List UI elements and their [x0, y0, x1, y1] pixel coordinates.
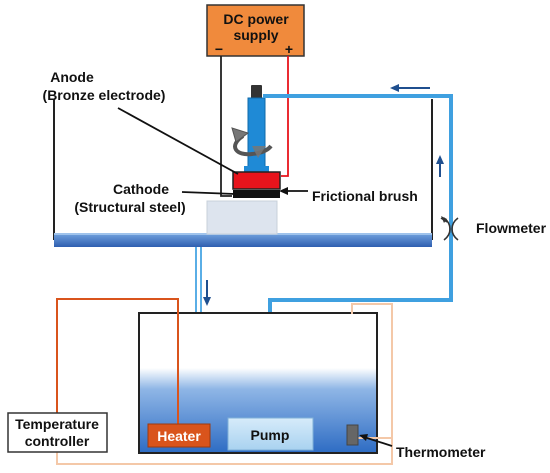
heater-label: Heater	[157, 428, 201, 444]
thermometer-leader-line	[363, 436, 393, 447]
cathode-specimen	[233, 190, 280, 198]
specimen-support	[206, 200, 278, 235]
rotation-arrow-icon	[231, 127, 273, 158]
thermometer-wire-upper	[351, 303, 393, 439]
frictional-brush-label: Frictional brush	[312, 188, 418, 204]
electrolysis-tank	[53, 99, 433, 247]
flowmeter-label: Flowmeter	[476, 220, 547, 236]
anode-bronze-electrode	[232, 171, 281, 190]
thermometer-probe	[346, 424, 359, 446]
thermometer-label: Thermometer	[396, 444, 486, 460]
anode-label-line2: (Bronze electrode)	[43, 87, 166, 103]
anode-leader-line	[117, 107, 239, 175]
pump-label: Pump	[251, 427, 290, 443]
dc-power-supply: DC power supply − +	[206, 4, 305, 57]
electrode-assembly	[232, 85, 281, 198]
negative-terminal-label: −	[215, 41, 223, 57]
heater-wire	[56, 298, 179, 424]
temperature-controller-label-line1: Temperature	[15, 416, 99, 432]
positive-terminal-label: +	[285, 41, 293, 57]
cathode-leader-line	[181, 191, 236, 195]
temperature-controller-box	[7, 412, 108, 453]
cathode-label-line2: (Structural steel)	[74, 199, 185, 215]
power-supply-box	[206, 4, 305, 57]
heater-unit	[147, 423, 211, 448]
thermometer-wire-lower	[56, 438, 393, 465]
flow-arrow-icon	[436, 155, 444, 177]
anode-wire	[281, 56, 289, 177]
tank-bottom-water	[54, 234, 432, 247]
flowmeter-icon	[440, 216, 459, 241]
cathode-label-line1: Cathode	[113, 181, 169, 197]
rotating-spindle	[247, 97, 266, 177]
flow-arrow-icon	[203, 280, 211, 306]
temperature-controller-label-line2: controller	[25, 433, 90, 449]
power-supply-label-line2: supply	[233, 27, 278, 43]
spindle-top	[251, 85, 262, 100]
power-supply-label-line1: DC power	[223, 11, 289, 27]
cathode-wire	[220, 56, 232, 197]
flow-arrow-icon	[390, 84, 430, 92]
pump-unit	[227, 417, 314, 451]
anode-label-line1: Anode	[50, 69, 94, 85]
